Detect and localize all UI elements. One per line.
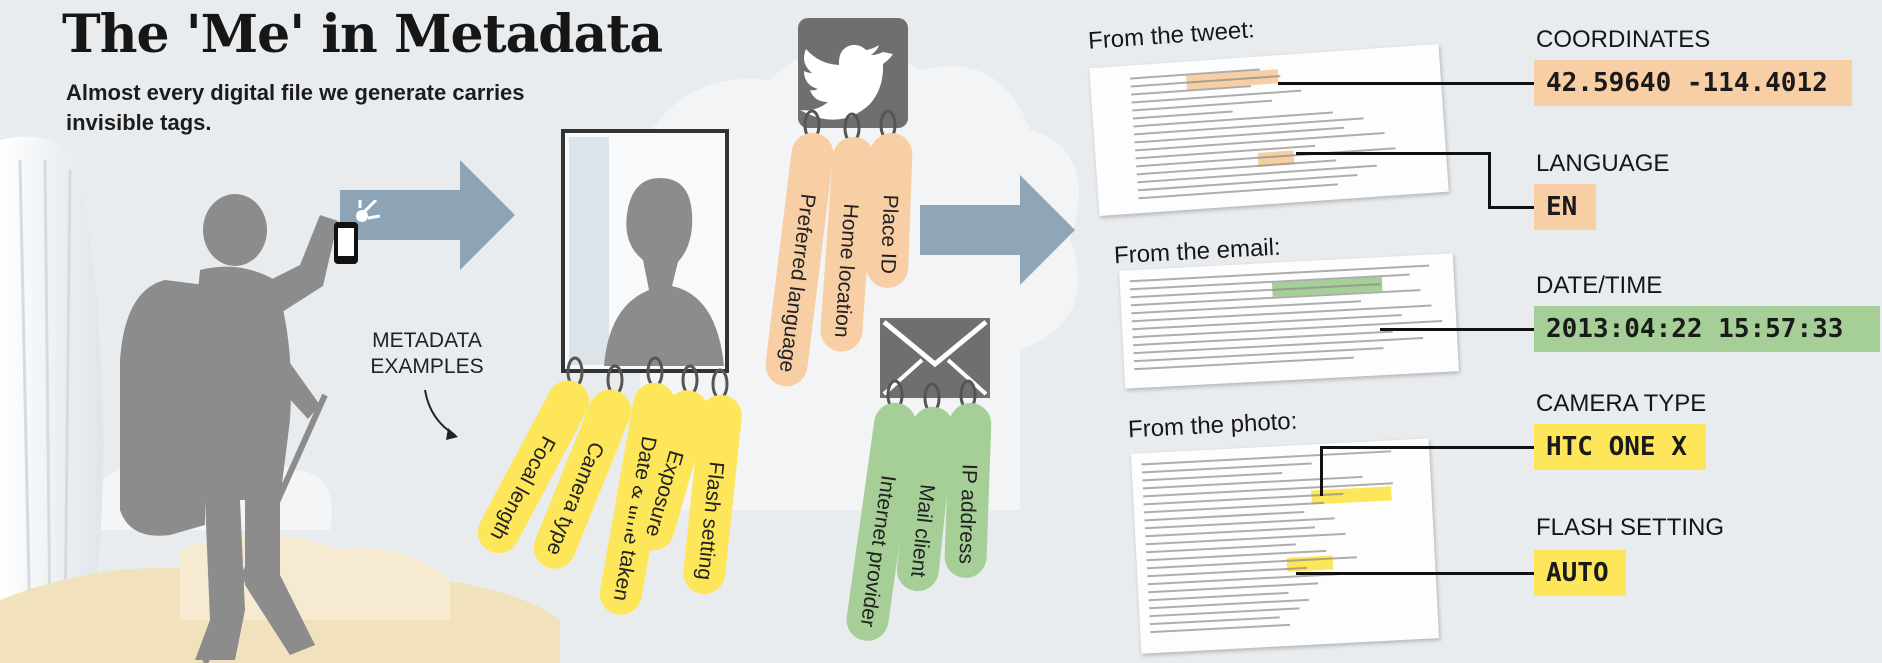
- leader-datetime: [1380, 328, 1542, 331]
- tag-place-id: Place ID: [865, 132, 913, 289]
- language-label: LANGUAGE: [1536, 150, 1670, 177]
- flash-setting-label: FLASH SETTING: [1536, 514, 1725, 541]
- flash-setting-value: AUTO: [1534, 550, 1626, 596]
- curved-arrow-head: [446, 428, 458, 440]
- page-title: The 'Me' in Metadata: [62, 4, 663, 65]
- datetime-value: 2013:04:22 15:57:33: [1534, 306, 1880, 352]
- trekking-pole: [202, 393, 328, 663]
- metadata-examples-label: METADATA EXAMPLES: [370, 329, 484, 378]
- curved-arrow: [424, 389, 456, 436]
- leader-language: [1488, 152, 1491, 208]
- leader-language: [1488, 206, 1546, 209]
- coordinates-label: COORDINATES: [1536, 26, 1711, 53]
- datetime-label: DATE/TIME: [1536, 272, 1663, 299]
- leader-coordinates: [1278, 82, 1546, 85]
- photo-frame: [561, 129, 729, 373]
- page-subtitle: Almost every digital file we generate ca…: [66, 80, 525, 135]
- camera-type-label: CAMERA TYPE: [1536, 390, 1707, 417]
- waterfall-streaks: [18, 159, 72, 631]
- arrow-right: [920, 175, 1075, 285]
- phone-icon: [334, 200, 380, 264]
- tag-ip-address: IP address: [943, 402, 992, 579]
- tweet-snippet: [1089, 43, 1449, 217]
- leader-camera: [1320, 446, 1323, 496]
- coordinates-value: 42.59640 -114.4012: [1534, 60, 1852, 106]
- camera-type-value: HTC ONE X: [1534, 424, 1706, 470]
- portrait-silhouette: [604, 178, 724, 366]
- leader-flash: [1296, 572, 1546, 575]
- waterfall-shape: [0, 136, 104, 640]
- photo-snippet: [1130, 438, 1440, 654]
- leader-camera: [1320, 446, 1546, 449]
- language-value: EN: [1534, 184, 1596, 230]
- leader-language: [1296, 152, 1490, 155]
- email-snippet: [1119, 253, 1459, 389]
- hiker-silhouette: [120, 194, 338, 663]
- arrow-right: [340, 160, 515, 270]
- twitter-icon: [798, 18, 908, 128]
